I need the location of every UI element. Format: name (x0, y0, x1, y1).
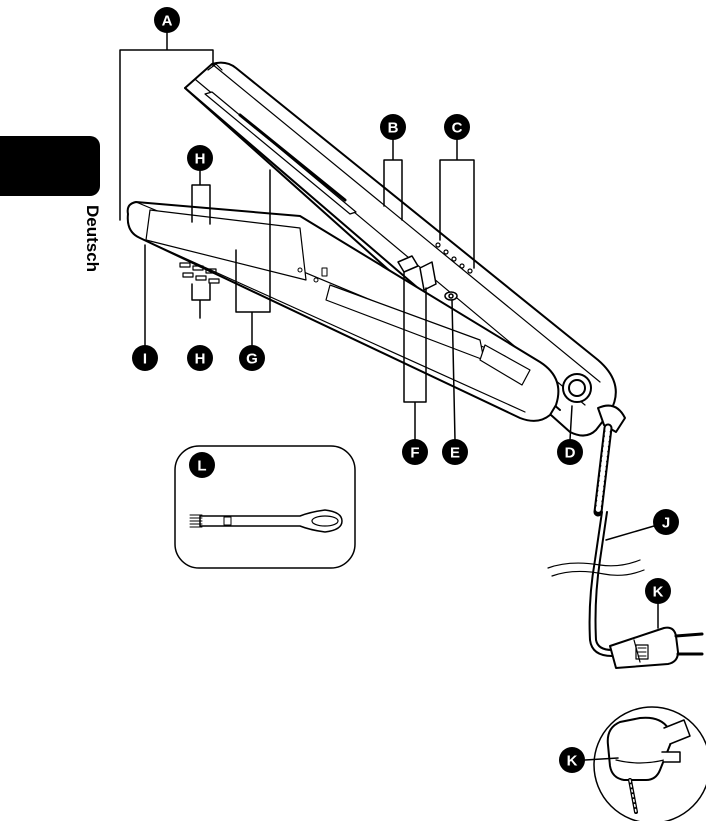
svg-text:L: L (197, 458, 206, 475)
callout-i: I (132, 345, 158, 371)
callout-e: E (442, 439, 468, 465)
euro-plug (609, 626, 704, 669)
led-row (435, 242, 473, 274)
svg-text:A: A (162, 13, 173, 30)
power-switch (444, 291, 458, 301)
callout-j: J (653, 509, 679, 535)
lock-slider (397, 255, 437, 291)
cleaning-brush-inset (174, 445, 356, 569)
svg-text:C: C (452, 120, 463, 137)
callout-b: B (380, 114, 406, 140)
callout-h-top: H (187, 145, 213, 171)
callout-f: F (402, 439, 428, 465)
uk-plug-inset (593, 706, 706, 821)
callout-g: G (239, 345, 265, 371)
svg-text:H: H (195, 351, 206, 368)
callout-k-uk: K (559, 747, 585, 773)
callout-badges: A B C H I H G F E D L J K K (132, 7, 679, 773)
svg-text:F: F (410, 445, 419, 462)
language-tab (0, 136, 100, 196)
callout-a: A (154, 7, 180, 33)
vents (179, 262, 220, 284)
callout-l: L (189, 452, 215, 478)
svg-text:K: K (653, 584, 664, 601)
svg-text:G: G (246, 351, 258, 368)
leader-lines (119, 32, 659, 761)
svg-text:E: E (450, 445, 460, 462)
svg-text:I: I (143, 351, 147, 368)
power-cord (547, 404, 645, 657)
callout-d: D (557, 439, 583, 465)
svg-text:K: K (567, 753, 578, 770)
svg-text:H: H (195, 151, 206, 168)
callout-k-euro: K (645, 578, 671, 604)
svg-text:J: J (662, 515, 670, 532)
callout-c: C (444, 114, 470, 140)
svg-text:B: B (388, 120, 399, 137)
language-label: Deutsch (83, 205, 102, 273)
svg-text:D: D (565, 445, 576, 462)
callout-h-bottom: H (187, 345, 213, 371)
